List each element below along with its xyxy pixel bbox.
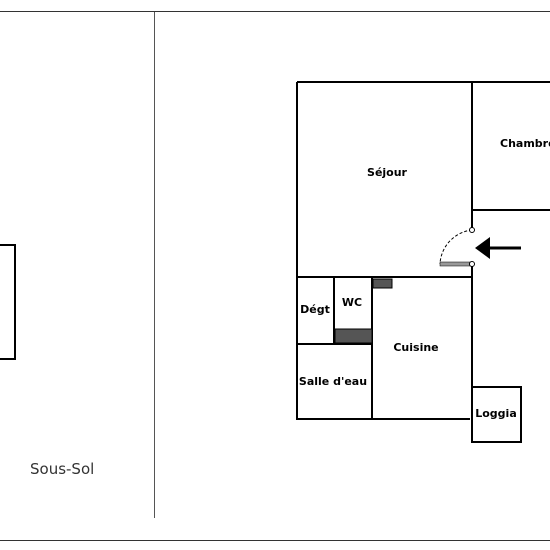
room-label-degt: Dégt bbox=[300, 303, 330, 316]
room-label-loggia: Loggia bbox=[475, 407, 517, 420]
room-label-wc: WC bbox=[342, 296, 362, 309]
arrow-left-icon bbox=[475, 237, 521, 259]
panel-divider bbox=[154, 12, 155, 518]
room-label-sejour: Séjour bbox=[367, 166, 408, 179]
sous-sol-floor-outline bbox=[0, 244, 16, 360]
room-label-chambre: Chambre bbox=[500, 137, 550, 150]
room-label-cuisine: Cuisine bbox=[393, 341, 438, 354]
wall-left bbox=[296, 82, 372, 420]
wall-loggia bbox=[471, 386, 522, 443]
room-label-salle-deau: Salle d'eau bbox=[299, 375, 367, 388]
wc-fixture bbox=[334, 328, 373, 344]
kitchen-fixture bbox=[372, 278, 393, 289]
plan-frame bbox=[0, 11, 550, 541]
level-label-sous-sol: Sous-Sol bbox=[30, 460, 95, 478]
walls bbox=[296, 81, 550, 443]
door-swing-icon bbox=[439, 227, 475, 267]
